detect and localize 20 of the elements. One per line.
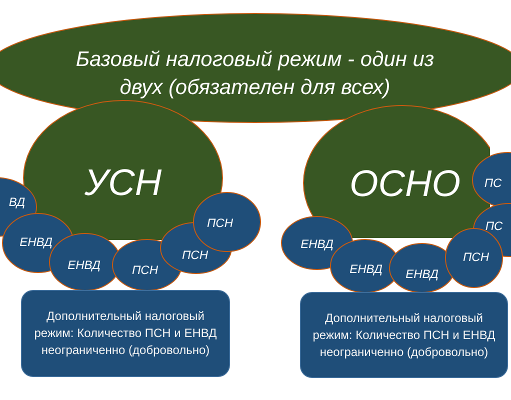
note-text: Дополнительный налоговый режим: Количество ПСН и ЕНВД неограниченно (добровольно): [312, 310, 496, 360]
small-oval: [193, 192, 261, 252]
note-panel: [21, 290, 230, 377]
option-label: ПСН: [462, 249, 490, 265]
option-label: ПСН: [132, 262, 158, 278]
option-label: ВД: [8, 194, 26, 210]
option-label: ПСН: [182, 247, 208, 263]
option-label: ПС: [484, 175, 502, 191]
option-label: ПСН: [206, 215, 234, 231]
note-panel: [300, 292, 508, 378]
option-label: ЕНВД: [68, 257, 100, 273]
option-label: ПС: [485, 218, 503, 234]
option-label: ЕНВД: [20, 234, 52, 250]
option-label: ЕНВД: [300, 236, 334, 252]
option-label: ЕНВД: [350, 261, 382, 277]
note-text: Дополнительный налоговый режим: Количество ПСН и ЕНВД неограниченно (добровольно): [33, 308, 218, 359]
option-label: ЕНВД: [406, 266, 438, 282]
regime-label: УСН: [84, 161, 162, 205]
regime-label: ОСНО: [350, 162, 460, 206]
heading-text: Базовый налоговый режим - один из двух (обязателен для всех): [74, 47, 436, 101]
